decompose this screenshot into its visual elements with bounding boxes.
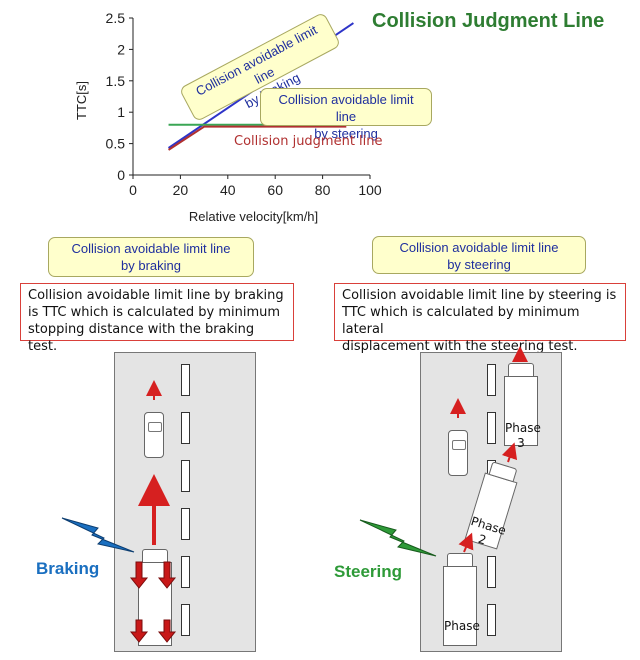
- y-tick-label: 0: [117, 167, 125, 183]
- steering-truck-phase-1: Phase: [443, 553, 480, 646]
- chart-steering-annotation: Collision avoidable limit line by steeri…: [260, 88, 432, 141]
- x-tick-label: 40: [220, 182, 236, 198]
- y-axis-label: TTC[s]: [74, 81, 89, 120]
- x-tick-label: 80: [315, 182, 331, 198]
- braking-road: [114, 352, 256, 652]
- steering-label: Steering: [334, 562, 403, 581]
- lane-dash: [487, 604, 496, 636]
- lane-dash: [181, 460, 190, 492]
- lane-dash: [181, 604, 190, 636]
- lane-dash: [181, 412, 190, 444]
- chart-judgment-annotation: Collision judgment line: [234, 134, 383, 149]
- truck-cab: [508, 363, 534, 377]
- x-tick-label: 0: [129, 182, 137, 198]
- lane-dash: [181, 508, 190, 540]
- braking-truck: [138, 549, 172, 646]
- page-title: Collision Judgment Line: [372, 10, 605, 32]
- lane-dash: [181, 364, 190, 396]
- y-tick-label: 2: [117, 41, 125, 57]
- truck-cab: [447, 553, 473, 567]
- y-tick-label: 0.5: [106, 136, 126, 152]
- steering-header-box: Collision avoidable limit line by steeri…: [372, 236, 586, 274]
- x-tick-label: 100: [358, 182, 382, 198]
- steering-truck-phase-3: Phase 3: [504, 363, 541, 450]
- steering-description: Collision avoidable limit line by steeri…: [334, 283, 626, 354]
- lane-dash: [487, 556, 496, 588]
- braking-description: Collision avoidable limit line by brakin…: [20, 283, 294, 354]
- x-tick-label: 20: [173, 182, 189, 198]
- y-tick-label: 1.5: [106, 73, 126, 89]
- phase-3-label: Phase 3: [505, 421, 541, 450]
- series-line: [168, 125, 347, 151]
- x-axis-label: Relative velocity[km/h]: [189, 209, 318, 224]
- lane-dash: [487, 412, 496, 444]
- truck-cab: [142, 549, 168, 563]
- braking-label: Braking: [36, 559, 100, 578]
- braking-header-box: Collision avoidable limit line by brakin…: [48, 237, 254, 277]
- lane-dash: [487, 364, 496, 396]
- lead-car-steering: [448, 430, 468, 476]
- lane-dash: [181, 556, 190, 588]
- y-tick-label: 2.5: [106, 10, 126, 26]
- x-tick-label: 60: [267, 182, 283, 198]
- y-tick-label: 1: [117, 104, 125, 120]
- phase-1-label: Phase: [444, 619, 480, 633]
- lead-car-braking: [144, 412, 164, 458]
